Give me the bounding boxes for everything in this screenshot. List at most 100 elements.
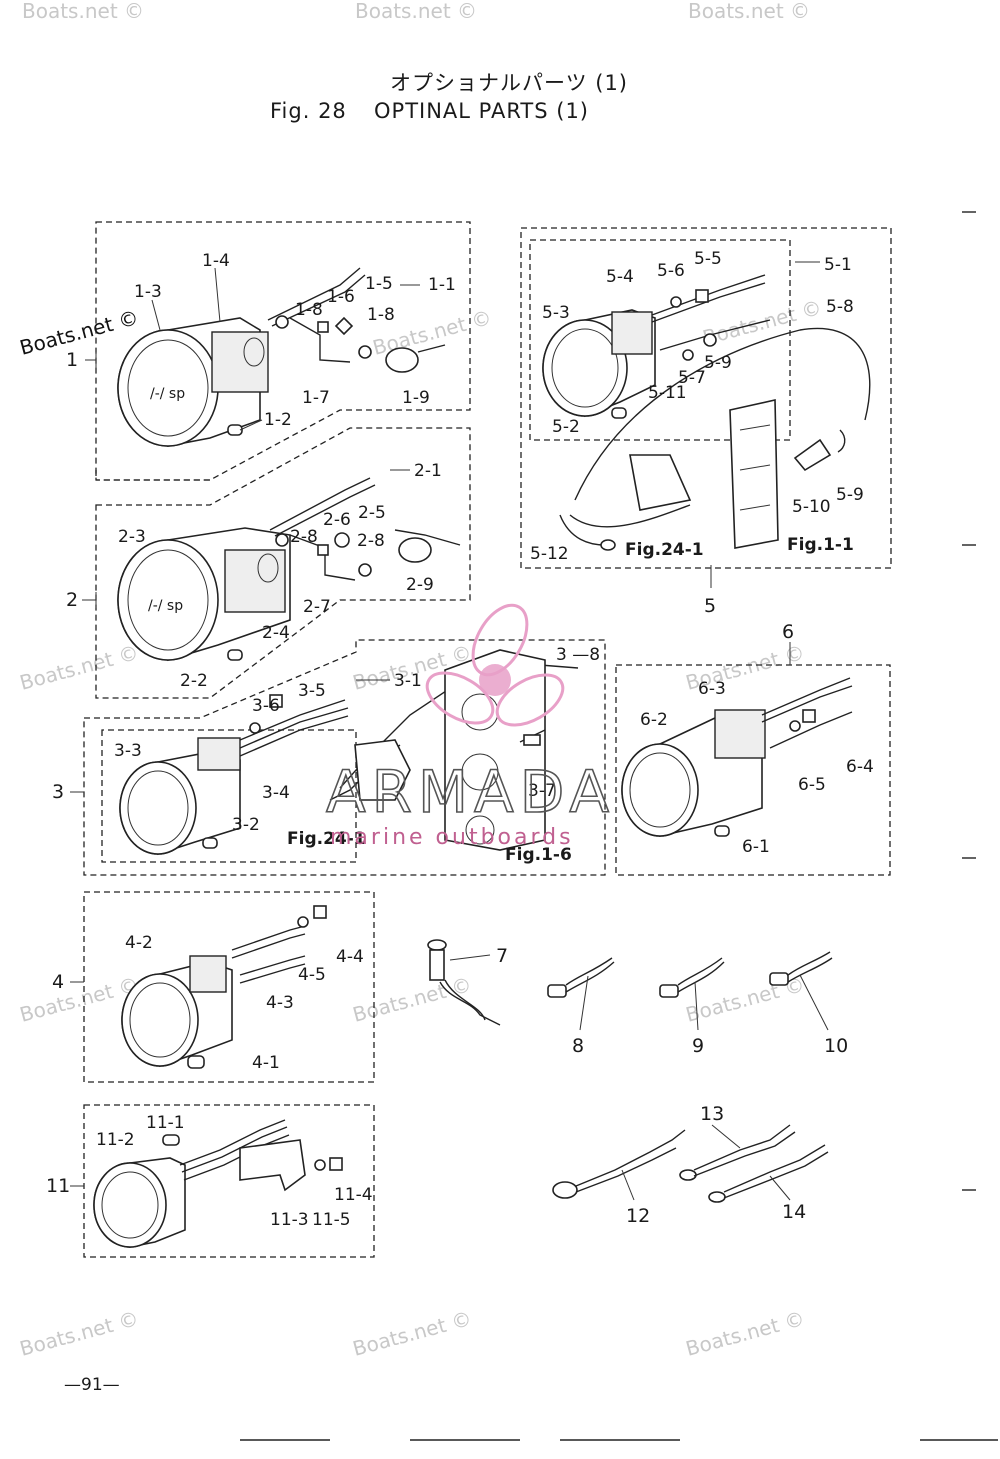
svg-text:/-/ sp: /-/ sp [148,598,183,614]
part-number-label: 5-2 [552,417,580,437]
part-number-label: 4 [52,971,64,993]
single-parts: 7 8 9 10 12 13 14 [427,939,848,1227]
part-number-label: 4-1 [252,1053,280,1073]
part-number-label: 11-5 [312,1210,351,1230]
part-number-label: 7 [496,945,508,967]
part-number-label: 2-8 [357,531,385,551]
part-number-label: 1-4 [202,251,230,271]
part-number-label: 5 [704,595,716,617]
part-number-label: 3-2 [232,815,260,835]
part-number-label: 11-3 [270,1210,309,1230]
part-number-label: 5-6 [657,261,685,281]
group-3: 3 3-1 3-2 3-3 3-4 3-5 3-6 3 —8 3-7 Fig.2… [52,639,606,876]
part-number-label: 5-3 [542,303,570,323]
watermark-text: Boats.net © [683,1306,807,1361]
part-number-label: 3 —8 [556,645,600,665]
part-number-label: 1-3 [134,282,162,302]
propeller-hub-icon [479,664,511,696]
group-1: /-/ sp 1 1-1 1-2 1-3 1-4 1-5 1-6 1-7 1-8… [66,221,471,481]
part-number-label: 3-1 [394,671,422,691]
part-number-label: 1-1 [428,275,456,295]
part-number-label: 2-5 [358,503,386,523]
part-number-label: 3 [52,781,64,803]
part-number-label: 6-4 [846,757,874,777]
watermark-text: Boats.net © [350,972,474,1027]
svg-text:/-/ sp: /-/ sp [150,386,185,402]
part-number-label: 1-8 [295,300,323,320]
part-number-label: 3-5 [298,681,326,701]
watermark-dark: Boats.net © [17,305,141,360]
part-number-label: 9 [692,1035,704,1057]
part-number-label: 4-2 [125,933,153,953]
part-number-label: 2-7 [303,597,331,617]
part-number-label: 5-8 [826,297,854,317]
part-number-label: 1 [66,349,78,371]
group-2: /-/ sp 2 2-1 2-2 2-3 2-4 2-5 2-6 2-7 2-8… [66,427,471,699]
part-number-label: 6-2 [640,710,668,730]
group-6: 6 6-1 6-2 6-3 6-4 6-5 [615,621,891,876]
part-number-label: 6-5 [798,775,826,795]
part-number-label: 12 [626,1205,650,1227]
part-number-label: 3-4 [262,783,290,803]
propeller-blade-icon [495,673,565,727]
part-number-label: Fig.24-1 [625,540,704,560]
title-english: OPTINAL PARTS (1) [374,99,589,123]
part-number-label: 5-5 [694,249,722,269]
part-number-label: 1-8 [367,305,395,325]
part-number-label: 6-3 [698,679,726,699]
group-11: 11 11-1 11-2 11-3 11-4 11-5 [46,1104,375,1258]
part-number-label: 2-9 [406,575,434,595]
part-number-label: 10 [824,1035,848,1057]
part-number-label: 5-9 [836,485,864,505]
part-number-label: 2-2 [180,671,208,691]
part-number-label: 1-5 [365,274,393,294]
part-number-label: 5-12 [530,544,569,564]
part-number-label: 2-4 [262,623,290,643]
watermark-text: Boats.net © [355,0,477,23]
part-number-label: 5-11 [648,383,687,403]
part-number-label: 11-2 [96,1130,135,1150]
part-number-label: 2-3 [118,527,146,547]
watermark-text: Boats.net © [22,0,144,23]
part-number-label: Fig.1-6 [505,845,572,865]
group-4: 4 4-1 4-2 4-3 4-4 4-5 [52,891,375,1083]
part-number-label: 11-4 [334,1185,373,1205]
group-5: 5 5-1 5-2 5-3 5-4 5-5 5-6 5-7 5-8 5-9 5-… [520,227,892,617]
part-number-label: 5-10 [792,497,831,517]
brand-tagline: marine outboards [330,825,574,850]
part-number-label: Fig.1-1 [787,535,854,555]
part-number-label: 2-8 [290,527,318,547]
part-number-label: 14 [782,1201,806,1223]
part-number-label: 5-9 [704,353,732,373]
part-number-label: 4-3 [266,993,294,1013]
part-number-label: 4-5 [298,965,326,985]
brand-watermark: ARMADA marine outboards [325,603,615,850]
page-number: —91— [64,1375,120,1395]
part-number-label: 8 [572,1035,584,1057]
part-number-label: 3-7 [528,781,556,801]
propeller-blade-icon [425,671,495,725]
part-number-label: 2-6 [323,510,351,530]
figure-number: Fig. 28 [270,99,347,123]
watermark-text: Boats.net © [350,1306,474,1361]
part-number-label: 5-1 [824,255,852,275]
part-number-label: 1-7 [302,388,330,408]
title-japanese: オプショナルパーツ (1) [390,71,628,95]
part-number-label: 3-6 [252,696,280,716]
margin-ticks [962,211,976,1191]
part-number-label: 5-4 [606,267,634,287]
part-number-label: 1-2 [264,410,292,430]
part-number-label: 11 [46,1175,70,1197]
part-number-label: 2-1 [414,461,442,481]
brand-name: ARMADA [326,758,615,826]
part-number-label: 5-7 [678,368,706,388]
watermark-text: Boats.net © [688,0,810,23]
part-number-label: 3-3 [114,741,142,761]
part-number-label: 11-1 [146,1113,185,1133]
part-number-label: 6 [782,621,794,643]
part-number-label: 13 [700,1103,724,1125]
watermark-text: Boats.net © [17,640,141,695]
part-number-label: 2 [66,589,78,611]
part-number-label: 6-1 [742,837,770,857]
